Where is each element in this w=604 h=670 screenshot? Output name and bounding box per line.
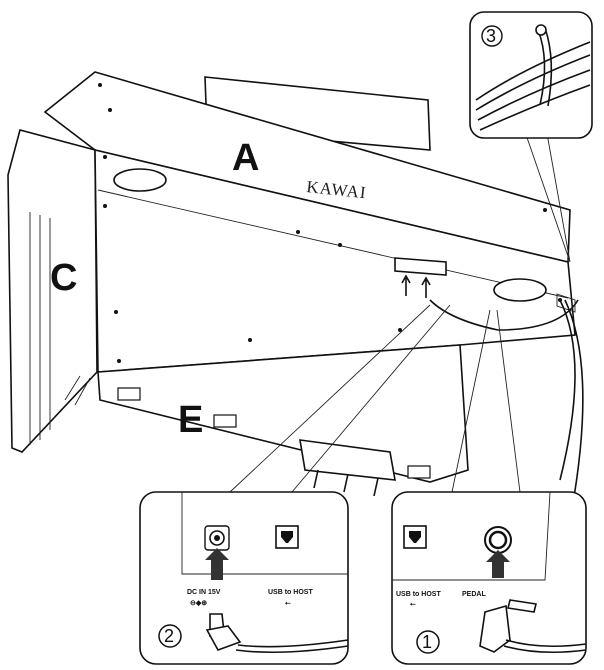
- cable-tie-clip: [535, 24, 547, 36]
- top-lid: [43, 71, 571, 264]
- bottom-board-e: [97, 344, 469, 483]
- dc-cable: [235, 639, 349, 654]
- cable-main: [429, 299, 579, 331]
- cable-holder: [556, 293, 576, 313]
- cable-tie: [537, 27, 553, 107]
- dc-polarity-symbol: ⊖◆⊕: [190, 600, 207, 607]
- usb-symbol-left: ⭠: [285, 600, 291, 607]
- usb-port-left-insert: [281, 531, 293, 543]
- pedal-unit: [299, 439, 396, 481]
- callout-2-number: 2: [164, 626, 174, 646]
- screws: [98, 83, 562, 363]
- callout-step-3: 3: [469, 11, 593, 139]
- callout-1-panel-edge: [392, 491, 551, 581]
- piano-illustration: [7, 71, 584, 521]
- callout-2-panel-edge: [181, 492, 348, 575]
- callout-3-number: 3: [486, 26, 496, 46]
- side-panel-edge: [29, 212, 51, 445]
- callout-2-badge: [158, 624, 182, 648]
- speaker-right: [493, 278, 547, 302]
- back-panel-rail: [97, 189, 569, 299]
- dc-in-pin: [214, 535, 220, 541]
- pedal-label: PEDAL: [462, 591, 486, 598]
- callout-leaders: [229, 125, 571, 493]
- label-part-e: E: [178, 399, 203, 441]
- label-part-c: C: [50, 257, 77, 299]
- insert-arrow-dc: [205, 548, 229, 580]
- callout-step-1: USB to HOST PEDAL ⭠ 1: [391, 491, 587, 665]
- callout-1-number: 1: [422, 632, 432, 652]
- dc-plug-body: [205, 625, 242, 651]
- jack-panel: [394, 257, 447, 276]
- brackets: [117, 387, 431, 479]
- callout-step-2: DC IN 15V USB to HOST ⊖◆⊕ ⭠ 2: [139, 491, 349, 665]
- usb-symbol-right: ⭠: [410, 601, 416, 608]
- jack-arrows: [401, 274, 431, 298]
- speaker-left: [113, 168, 167, 192]
- callout-3-badge: [481, 25, 503, 47]
- pedal-jack-inner: [488, 530, 508, 550]
- dc-in-label: DC IN 15V: [187, 589, 221, 596]
- pedal-plug-head: [507, 599, 537, 613]
- usb-host-label-right: USB to HOST: [396, 591, 441, 598]
- callout-3-box: [469, 11, 593, 139]
- usb-host-label-left: USB to HOST: [268, 589, 313, 596]
- bundled-cables: [475, 41, 591, 131]
- callout-1-badge: [416, 630, 440, 654]
- pedal-rods: [313, 469, 379, 497]
- usb-port-right-insert: [409, 531, 421, 543]
- label-part-a: A: [232, 137, 259, 179]
- pedal-cable: [503, 639, 587, 654]
- pedal-plug-body: [479, 604, 511, 653]
- callout-1-box: [391, 491, 587, 665]
- bottom-board-edge: [64, 375, 91, 406]
- cable-right: [559, 299, 576, 481]
- insert-arrow-pedal: [486, 550, 510, 578]
- cable-right-2: [564, 299, 584, 521]
